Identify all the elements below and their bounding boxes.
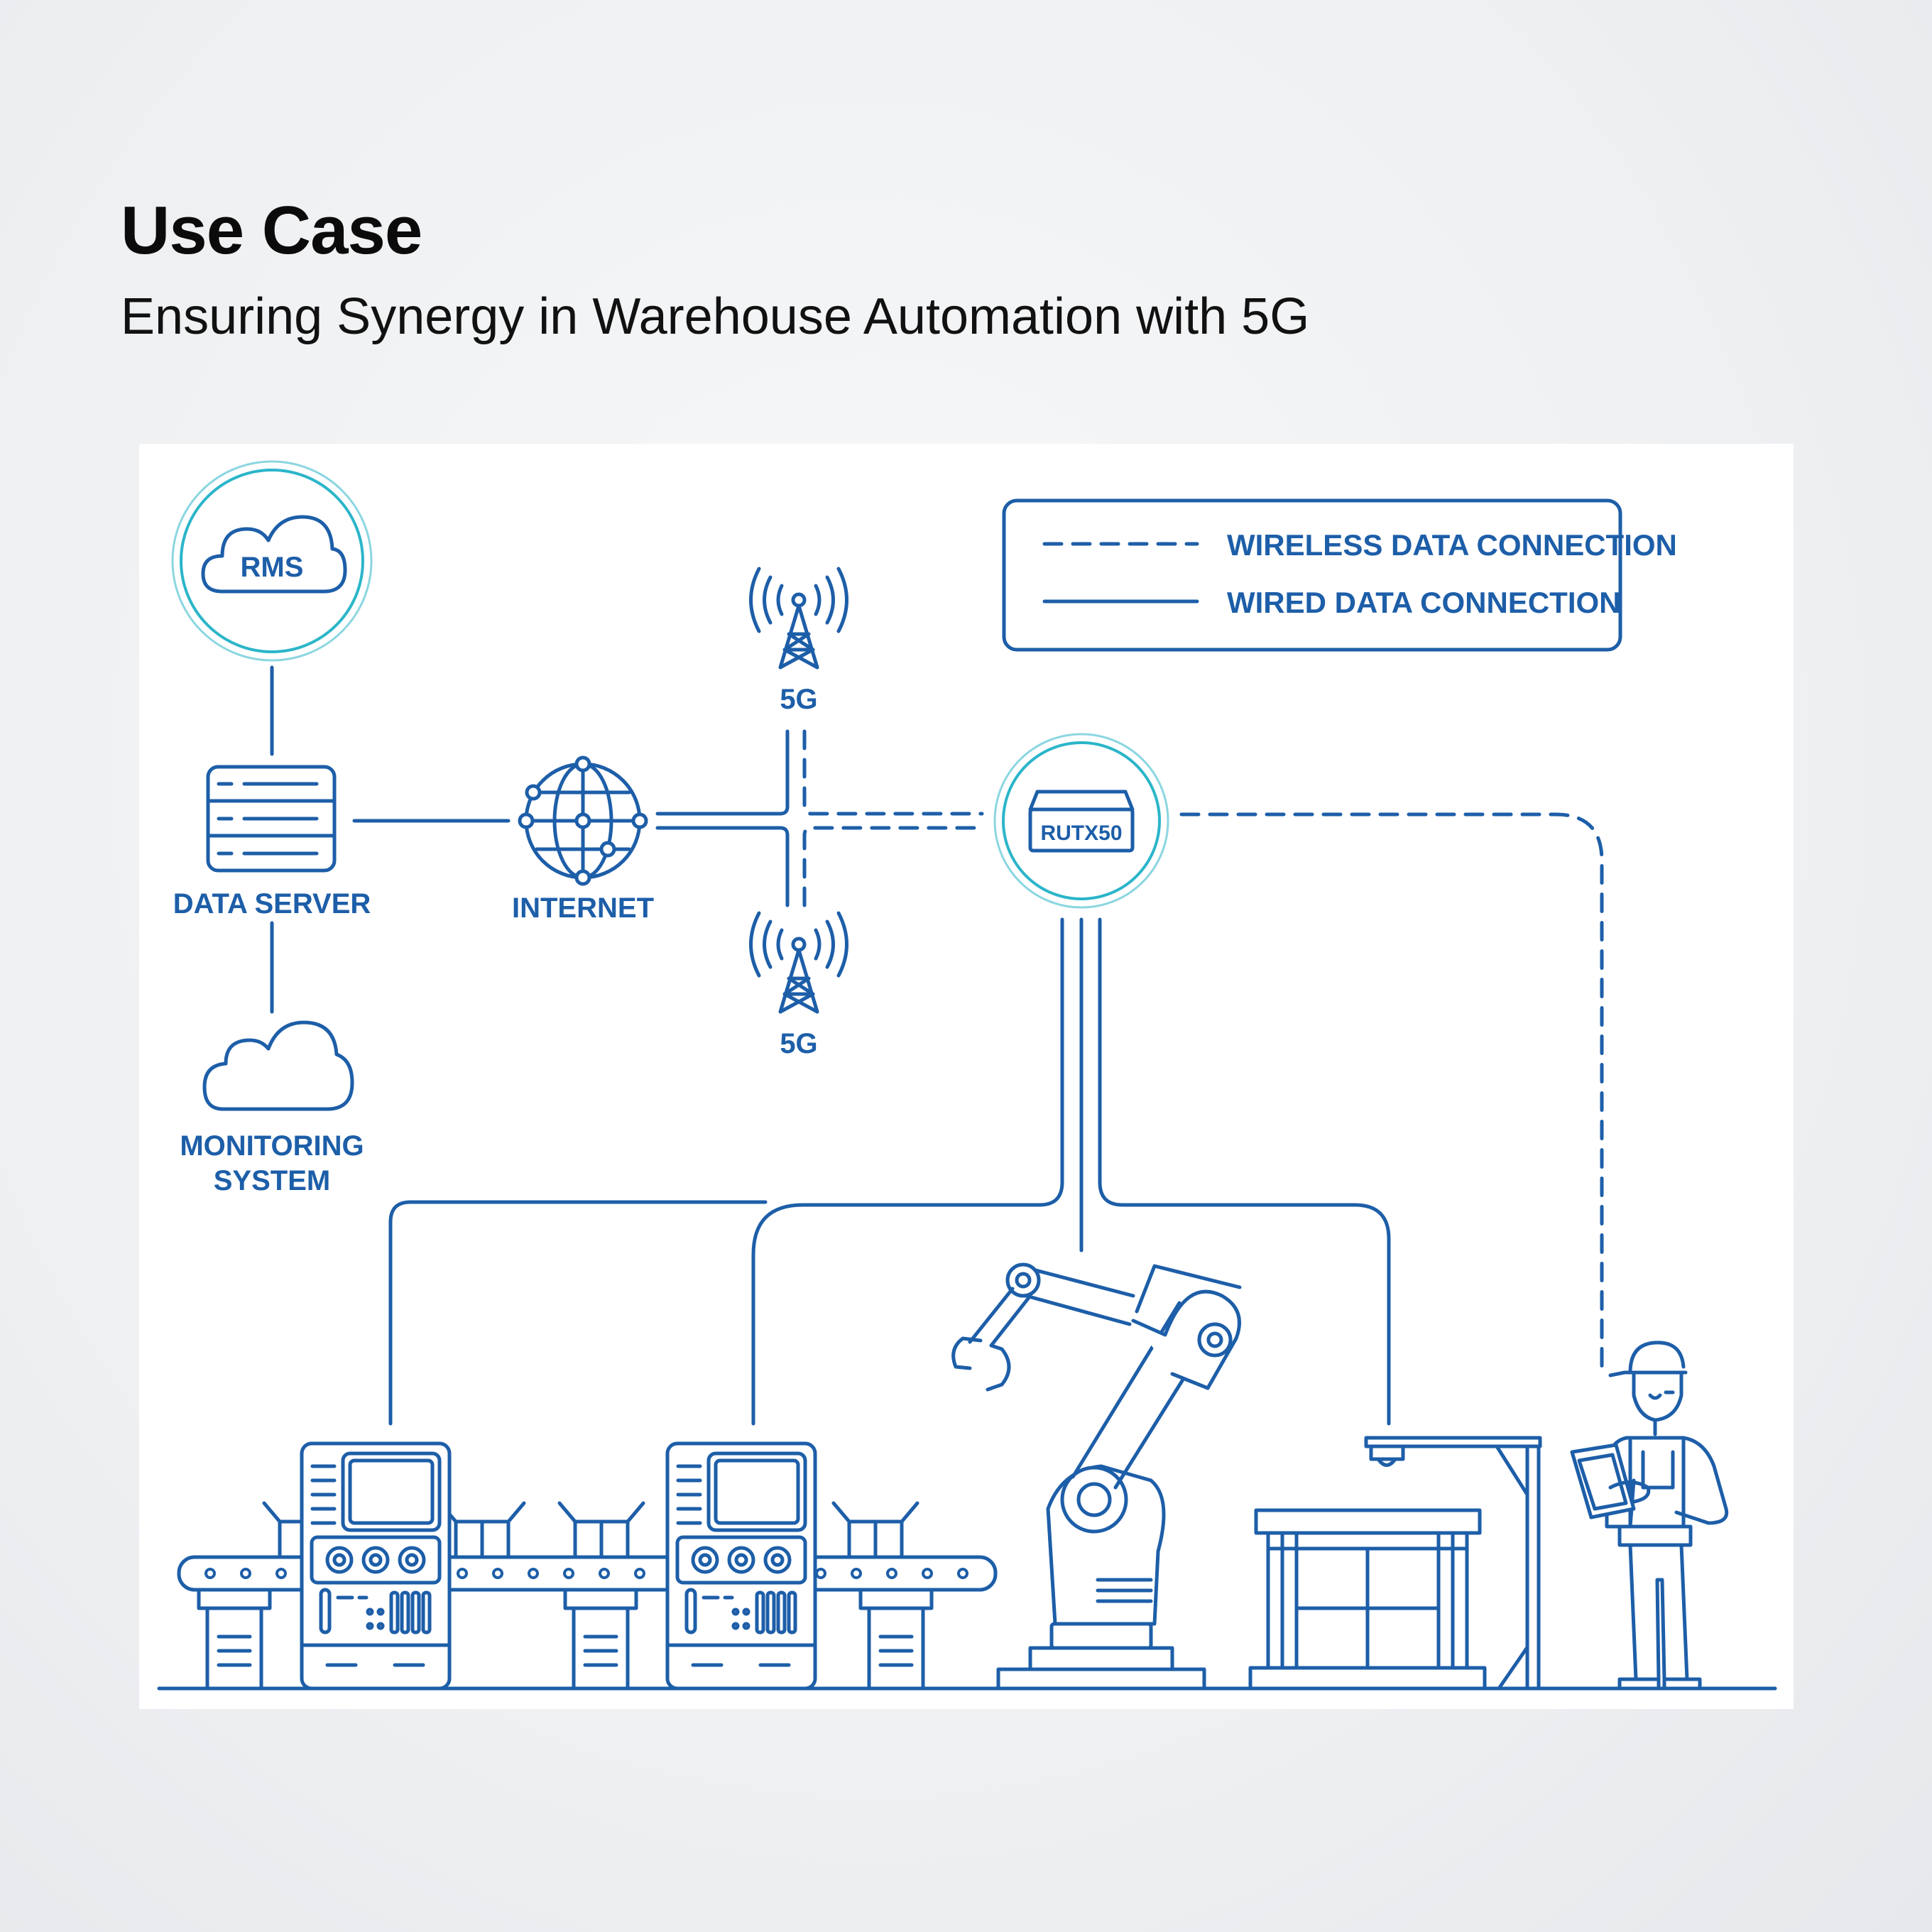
robot-arm-icon xyxy=(951,1262,1242,1691)
conveyor-machine-icon xyxy=(300,1441,452,1691)
wire-router-rack xyxy=(1098,917,1391,1426)
server-icon xyxy=(206,765,337,873)
wireless-top-tower-router xyxy=(802,729,984,816)
network-diagram: WIRELESS DATA CONNECTION WIRED DATA CONN… xyxy=(157,460,1777,1691)
tower-top-label: 5G xyxy=(780,684,817,715)
pallet-rack-icon xyxy=(1248,1436,1551,1691)
monitoring-label-line1: MONITORING xyxy=(180,1130,364,1162)
rms-node: RMS xyxy=(171,460,373,662)
internet-label: INTERNET xyxy=(512,893,654,924)
connections xyxy=(270,665,1604,1426)
antenna-tower-icon xyxy=(749,567,848,670)
wireless-router-worker xyxy=(1179,812,1604,1376)
router-icon: RUTX50 xyxy=(993,733,1169,909)
page-subtitle: Ensuring Synergy in Warehouse Automation… xyxy=(121,288,1310,345)
rms-label: RMS xyxy=(241,552,304,583)
cloud-icon xyxy=(202,1020,354,1111)
wire-router-machine1 xyxy=(388,1200,768,1426)
router-label: RUTX50 xyxy=(1040,822,1122,845)
diagram-panel: WIRELESS DATA CONNECTION WIRED DATA CONN… xyxy=(139,444,1794,1709)
page-title: Use Case xyxy=(121,192,422,268)
data-server-label: DATA SERVER xyxy=(173,888,371,919)
cloud-icon xyxy=(201,515,347,594)
monitoring-label-line2: SYSTEM xyxy=(214,1165,330,1196)
legend-wired-label: WIRED DATA CONNECTION xyxy=(1227,586,1621,619)
wire-to-bottom-tower xyxy=(778,826,790,907)
legend-box xyxy=(1002,498,1622,652)
conveyor-machine-icon xyxy=(665,1441,817,1691)
wire-to-top-tower xyxy=(778,729,790,816)
antenna-tower-icon xyxy=(749,911,848,1014)
worker-with-tablet-icon xyxy=(1570,1341,1729,1691)
wire-router-machine2 xyxy=(751,917,1064,1426)
legend-wireless-label: WIRELESS DATA CONNECTION xyxy=(1227,528,1677,562)
tower-bottom-label: 5G xyxy=(780,1028,817,1059)
wireless-bottom-tower-router xyxy=(802,826,984,907)
globe-icon xyxy=(518,755,648,886)
legend: WIRELESS DATA CONNECTION WIRED DATA CONN… xyxy=(1002,498,1677,652)
